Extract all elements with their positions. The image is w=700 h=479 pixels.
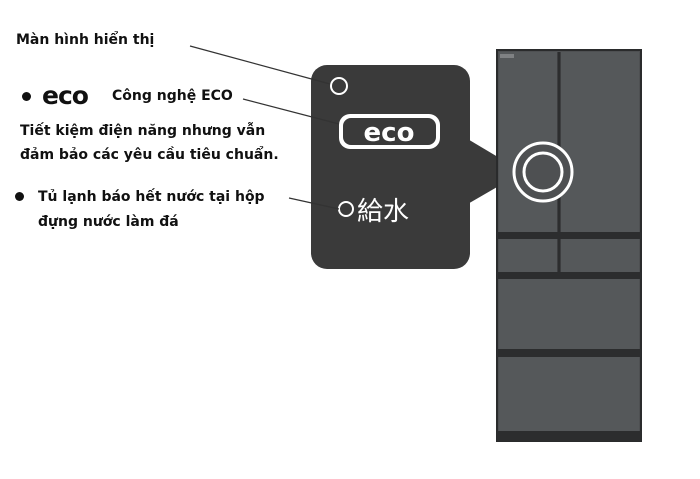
display-label: Màn hình hiển thị [16,32,155,48]
refrigerator [496,49,642,442]
drawer-handle-1 [497,232,641,239]
eco-title: Công nghệ ECO [112,88,233,104]
water-label-line2: đựng nước làm đá [38,214,179,230]
right-door [561,52,639,232]
water-label-line1: Tủ lạnh báo hết nước tại hộp [38,189,265,205]
fridge-base [497,431,641,441]
callout-pointer [466,138,523,205]
eco-badge-inner [343,118,436,145]
middle-drawer [499,279,639,349]
leader-display [189,45,331,85]
display-ring-inner [522,151,564,193]
water-bullet [15,192,24,201]
eco-description-line2: đảm bảo các yêu cầu tiêu chuẩn. [20,147,279,163]
eco-badge-text: eco [364,118,415,148]
drawer-handle-3 [497,349,641,357]
small-drawer-left [499,239,557,272]
display-panel [311,65,470,269]
leader-eco [242,98,340,125]
eco-description-line1: Tiết kiệm điện năng nhưng vẫn [20,123,266,139]
small-drawer-right [561,239,639,272]
bottom-drawer [499,357,639,431]
drawer-handle-2 [497,272,641,279]
eco-bullet [22,92,31,101]
brand-badge [500,54,514,58]
water-kanji: 給水 [357,197,409,227]
display-indicator-dot [330,77,348,95]
eco-logo-text: eco [42,81,89,110]
leader-water [288,197,340,210]
